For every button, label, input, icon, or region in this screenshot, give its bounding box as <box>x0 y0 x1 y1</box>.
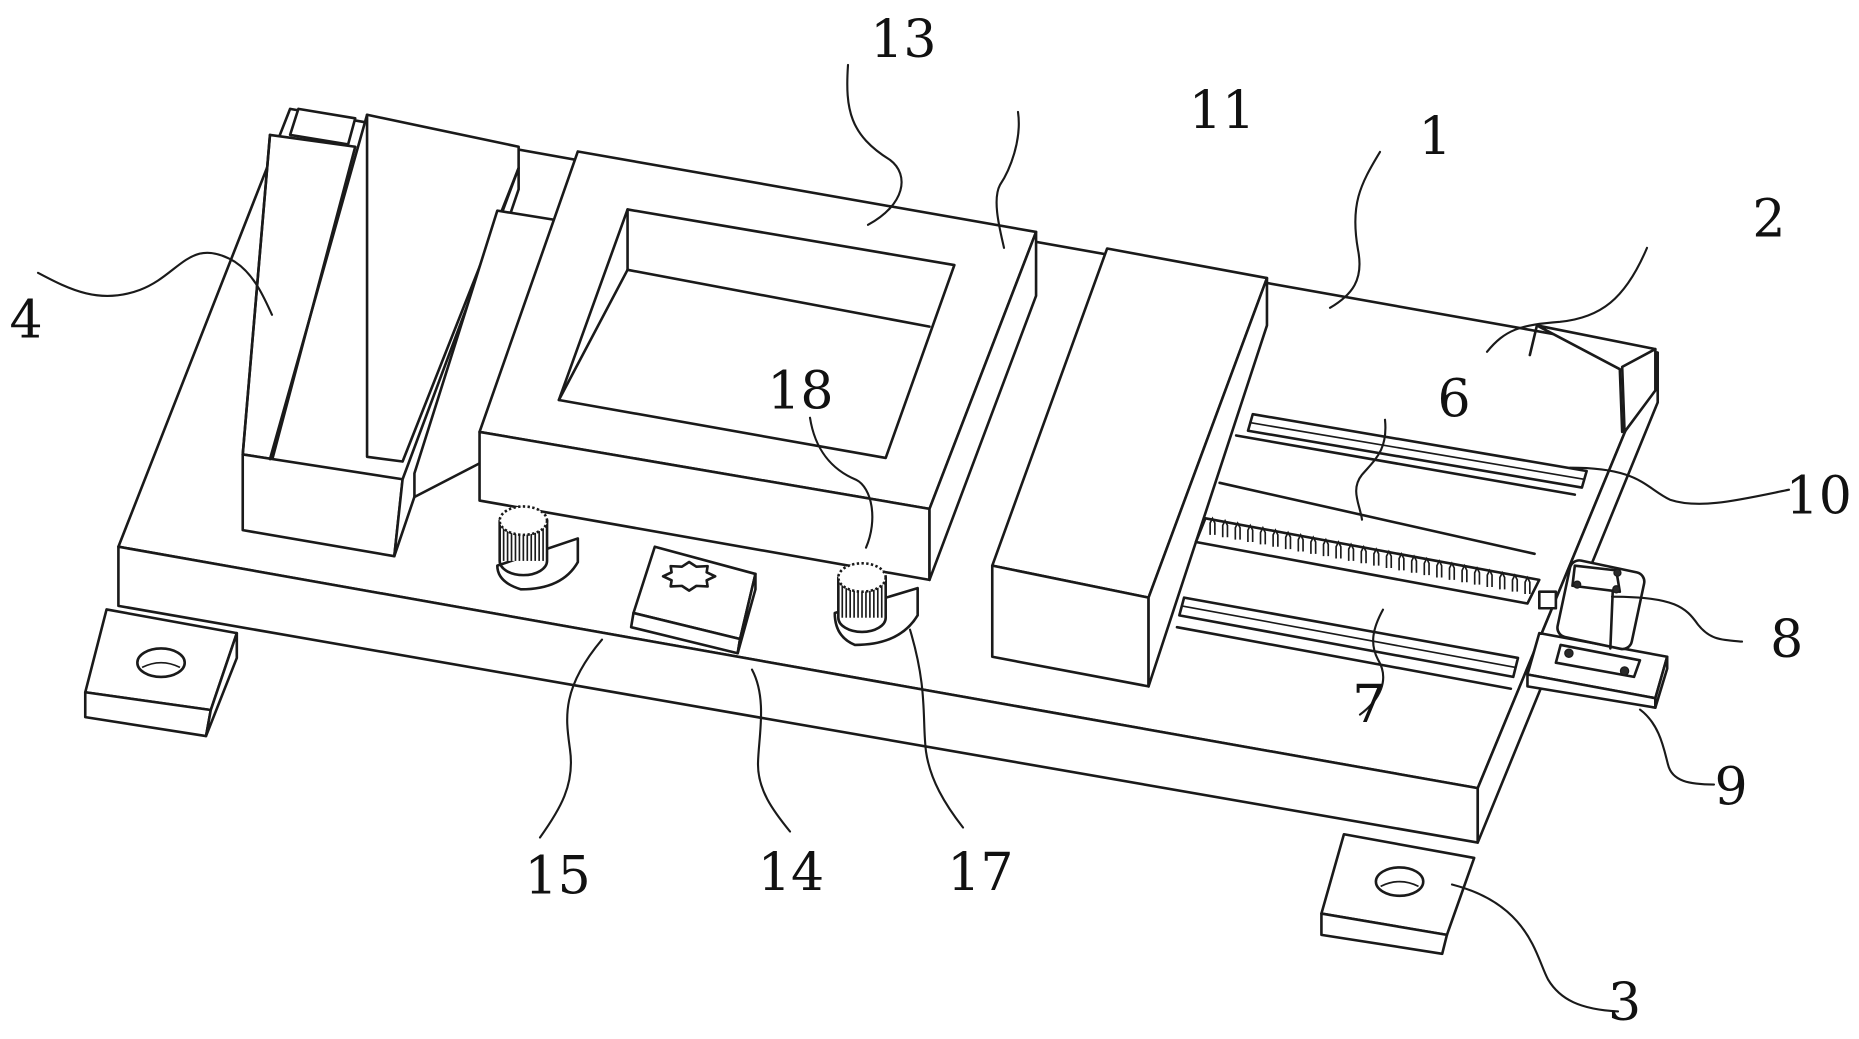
motor <box>1537 559 1646 651</box>
leader-6 <box>1355 418 1387 521</box>
leader-14 <box>750 668 792 833</box>
leader-13 <box>846 63 903 226</box>
leader-lines <box>36 63 1791 1013</box>
label-18: 18 <box>767 361 833 421</box>
rack-tooth <box>1347 542 1355 561</box>
rack-tooth <box>1209 516 1216 535</box>
label-9: 9 <box>1715 758 1748 818</box>
rack-tooth <box>1284 530 1292 550</box>
label-13: 13 <box>870 10 936 70</box>
rack-tooth <box>1473 566 1481 585</box>
rack-tooth <box>1272 528 1279 547</box>
rack-tooth <box>1423 556 1430 576</box>
rack-tooth <box>1221 518 1229 538</box>
reference-labels: 13 11 1 2 4 18 6 10 8 7 9 15 14 17 3 <box>9 10 1851 1033</box>
leader-1 <box>1328 150 1382 309</box>
rack-tooth <box>1486 568 1493 587</box>
knob-top-icon <box>498 505 549 537</box>
label-7: 7 <box>1352 675 1385 735</box>
frame <box>478 150 1038 582</box>
rack-tooth <box>1524 575 1531 595</box>
gear-icon <box>661 560 717 592</box>
label-2: 2 <box>1752 190 1785 250</box>
leader-4 <box>36 251 274 316</box>
rack-tooth <box>1385 549 1393 569</box>
leader-7 <box>1358 608 1385 716</box>
mounting-hole-icon <box>1374 866 1425 898</box>
rack-tooth <box>1511 573 1519 592</box>
label-1: 1 <box>1419 107 1452 167</box>
slot <box>1194 481 1541 605</box>
rack-tooth <box>1410 554 1418 573</box>
rack-tooth <box>1461 563 1468 583</box>
end-stop-block <box>1528 324 1657 434</box>
leader-11 <box>1568 466 1791 505</box>
rack-tooth <box>1297 533 1304 552</box>
leader-9 <box>1638 708 1716 786</box>
leader-3 <box>1450 883 1620 1013</box>
gear-seat <box>629 545 757 655</box>
rack-tooth <box>1373 547 1380 566</box>
rack-tooth <box>1398 551 1405 571</box>
adjustment-knob-right[interactable] <box>837 561 887 634</box>
leader-15 <box>538 638 604 839</box>
label-11: 10 <box>1786 467 1852 527</box>
label-3: 3 <box>1608 973 1641 1033</box>
rack-tooth <box>1310 535 1317 554</box>
rack <box>1209 516 1531 595</box>
rack-tooth <box>1322 537 1330 557</box>
guide-rail-lower <box>1175 596 1520 691</box>
label-15: 15 <box>525 846 591 906</box>
knob-seat-left <box>496 537 580 591</box>
rack-tooth <box>1448 561 1456 580</box>
label-8: 8 <box>1770 610 1803 670</box>
sliding-block <box>990 247 1269 688</box>
rack-tooth <box>1247 523 1254 542</box>
guide-rail-upper <box>1234 412 1588 496</box>
label-6: 6 <box>1437 370 1470 430</box>
rack-tooth <box>1259 525 1267 545</box>
rack-tooth <box>1436 559 1443 578</box>
leader-17 <box>908 628 965 829</box>
gear <box>661 560 717 592</box>
leader-8 <box>1610 595 1744 643</box>
rack-tooth <box>1234 521 1241 540</box>
leader-18 <box>808 416 874 549</box>
adjustment-knob-left[interactable] <box>498 505 549 577</box>
rack-tooth <box>1499 570 1506 590</box>
leader-10 <box>995 110 1020 249</box>
mounting-hole-icon <box>136 647 187 679</box>
mounting-foot-left <box>83 608 239 738</box>
knob-top-icon <box>837 561 887 593</box>
leader-2 <box>1485 246 1649 353</box>
rack-tooth <box>1335 540 1342 559</box>
rack-tooth <box>1360 544 1367 564</box>
mounting-foot-right <box>1320 832 1476 956</box>
label-10: 11 <box>1189 81 1255 141</box>
label-17: 17 <box>947 843 1013 903</box>
label-4: 4 <box>9 290 42 350</box>
left-clamp-block <box>241 107 558 558</box>
label-14: 14 <box>758 843 824 903</box>
